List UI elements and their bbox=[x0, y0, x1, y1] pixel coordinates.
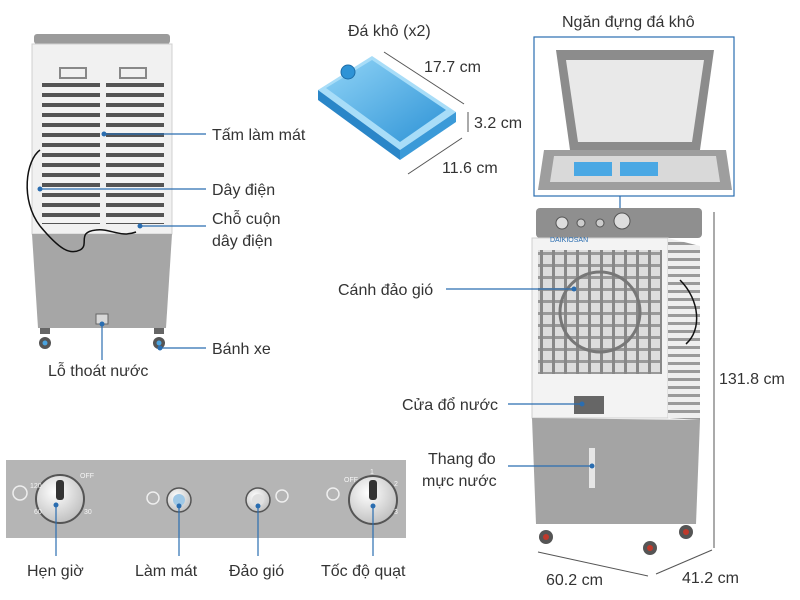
front-view-leader-lines bbox=[446, 196, 621, 467]
back-view-leader-lines bbox=[40, 133, 206, 360]
top-lid-back bbox=[34, 34, 170, 44]
front-dimension-lines bbox=[537, 212, 715, 577]
label-ice-packs: Đá khô (x2) bbox=[348, 23, 431, 40]
dim-ice-thickness: 3.2 cm bbox=[474, 115, 522, 132]
front-view-cooler: DAIKIOSAN bbox=[531, 208, 702, 555]
water-tank-back bbox=[32, 234, 172, 328]
cooling-button[interactable] bbox=[166, 487, 192, 513]
cooling-indicator-icon bbox=[146, 491, 160, 505]
label-swing: Đảo gió bbox=[229, 563, 284, 580]
label-ice-compartment: Ngăn đựng đá khô bbox=[562, 14, 695, 31]
label-wheels: Bánh xe bbox=[212, 341, 271, 358]
svg-text:30: 30 bbox=[84, 509, 92, 516]
side-grille bbox=[668, 238, 700, 420]
label-power-cord: Dây điện bbox=[212, 182, 275, 199]
brand-logo: DAIKIOSAN bbox=[550, 237, 588, 244]
control-panel-icons bbox=[12, 485, 340, 505]
back-view-leader-dots bbox=[37, 131, 163, 351]
cooling-pad-right bbox=[106, 82, 164, 224]
label-water-inlet: Cửa đổ nước bbox=[402, 396, 498, 414]
timer-scale: 120 OFF 60 30 bbox=[30, 473, 94, 516]
panel-leader-lines bbox=[55, 505, 374, 556]
label-cord-holder-1: Chỗ cuộn bbox=[212, 209, 281, 228]
front-wheels-icon bbox=[539, 525, 693, 555]
ice-dimension-lines bbox=[383, 51, 469, 175]
water-inlet-door bbox=[574, 396, 604, 414]
power-cord-front bbox=[679, 279, 698, 345]
label-water-gauge-1: Thang đo bbox=[428, 451, 496, 468]
svg-text:OFF: OFF bbox=[344, 477, 358, 484]
handle-left bbox=[59, 67, 87, 79]
svg-text:1: 1 bbox=[370, 469, 374, 476]
back-view-cooler bbox=[26, 34, 173, 349]
label-cooling-pad: Tấm làm mát bbox=[212, 127, 306, 144]
svg-text:120: 120 bbox=[30, 483, 42, 490]
power-cord-back bbox=[39, 225, 137, 253]
ice-compartment-frame bbox=[533, 36, 735, 197]
panel-leader-dots bbox=[53, 502, 376, 509]
handle-right bbox=[119, 67, 147, 79]
label-fan-speed: Tốc độ quạt bbox=[321, 563, 406, 580]
svg-text:2: 2 bbox=[394, 481, 398, 488]
fan-blade-outline bbox=[558, 270, 642, 354]
svg-text:OFF: OFF bbox=[80, 473, 94, 480]
wheel-icon bbox=[39, 328, 165, 349]
label-timer: Hẹn giờ bbox=[27, 563, 84, 580]
label-cord-holder-2: dây điện bbox=[212, 233, 273, 250]
timer-indicator-icon bbox=[12, 485, 28, 501]
svg-text:3: 3 bbox=[394, 509, 398, 516]
ice-pack-in-tray-1 bbox=[574, 162, 612, 176]
timer-knob[interactable] bbox=[35, 474, 85, 524]
cooling-pad-left bbox=[42, 82, 100, 224]
ice-pack-image bbox=[318, 56, 456, 160]
dim-ice-length: 17.7 cm bbox=[424, 59, 481, 76]
label-louver: Cánh đảo gió bbox=[338, 282, 433, 299]
dim-ice-width: 11.6 cm bbox=[442, 160, 498, 177]
label-water-gauge-2: mực nước bbox=[422, 473, 497, 490]
speed-indicator-icon bbox=[326, 487, 340, 501]
speed-scale: OFF 1 2 3 bbox=[344, 469, 398, 516]
dim-width: 60.2 cm bbox=[546, 572, 603, 589]
front-view-leader-dots bbox=[571, 286, 595, 469]
power-cord-top bbox=[26, 149, 41, 227]
swing-indicator-icon bbox=[275, 489, 289, 503]
dim-depth: 41.2 cm bbox=[682, 570, 739, 587]
svg-text:60: 60 bbox=[34, 509, 42, 516]
fan-speed-knob[interactable] bbox=[348, 475, 398, 525]
label-cooling: Làm mát bbox=[135, 563, 198, 580]
louver-grille bbox=[538, 250, 662, 374]
ice-pack-in-tray-2 bbox=[620, 162, 658, 176]
label-drain-hole: Lỗ thoát nước bbox=[48, 361, 148, 380]
ice-compartment-image bbox=[538, 50, 732, 190]
dim-height: 131.8 cm bbox=[719, 371, 785, 388]
front-water-tank bbox=[532, 418, 700, 524]
